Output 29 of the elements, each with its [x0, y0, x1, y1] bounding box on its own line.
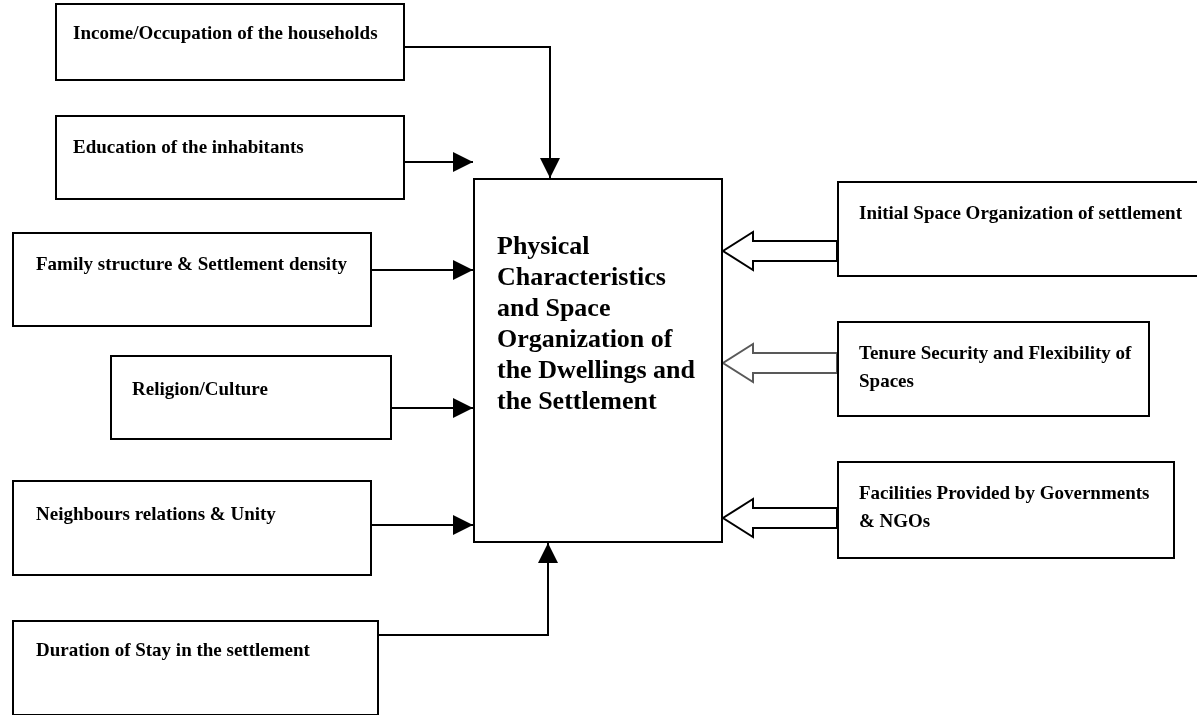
box-label: Neighbours relations & Unity — [36, 502, 277, 526]
box-label: Duration of Stay in the settlement — [36, 638, 311, 662]
box-label: Physical Characteristics and Space Organization of the Dwellings and the Settlement — [497, 230, 696, 416]
box-label: Facilities Provided by Governments & NGOs — [859, 481, 1151, 533]
block-arrow — [721, 342, 838, 384]
process-box — [12, 232, 372, 327]
process-box — [55, 3, 405, 81]
process-box — [12, 620, 379, 715]
process-box — [473, 178, 723, 543]
arrow — [391, 398, 474, 418]
box-label: Education of the inhabitants — [73, 135, 305, 159]
process-box — [12, 480, 372, 576]
process-box — [55, 115, 405, 200]
block-arrow — [721, 497, 838, 539]
process-box — [837, 181, 1197, 277]
arrow — [371, 260, 474, 280]
arrow — [371, 515, 474, 535]
arrow — [378, 542, 558, 636]
box-label: Income/Occupation of the households — [73, 21, 379, 45]
box-label: Initial Space Organization of settlement — [859, 201, 1183, 225]
block-arrow — [721, 230, 838, 272]
process-box — [110, 355, 392, 440]
box-label: Tenure Security and Flexibility of Spaces — [859, 341, 1133, 393]
process-box — [837, 461, 1175, 559]
arrow — [404, 46, 560, 179]
box-label: Family structure & Settlement density — [36, 252, 348, 276]
process-box — [837, 321, 1150, 417]
box-label: Religion/Culture — [132, 377, 269, 401]
arrow — [404, 152, 474, 172]
